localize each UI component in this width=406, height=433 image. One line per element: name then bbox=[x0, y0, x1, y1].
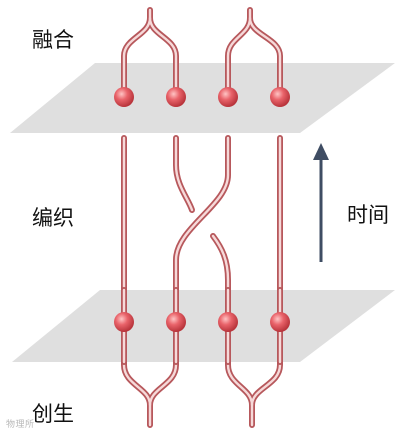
particle bbox=[218, 312, 238, 332]
particle bbox=[270, 87, 290, 107]
time-arrow bbox=[313, 143, 329, 262]
time-label: 时间 bbox=[347, 203, 389, 227]
braid-strand-under-top bbox=[173, 135, 195, 213]
worldlines bbox=[121, 7, 283, 428]
particle bbox=[114, 312, 134, 332]
particle bbox=[114, 87, 134, 107]
creation-label: 创生 bbox=[32, 402, 74, 426]
particle bbox=[270, 312, 290, 332]
fusion-label: 融合 bbox=[32, 28, 74, 52]
particle bbox=[166, 87, 186, 107]
top-particles bbox=[114, 87, 290, 107]
bottom-plane bbox=[12, 290, 395, 362]
particle bbox=[218, 87, 238, 107]
particle bbox=[166, 312, 186, 332]
bottom-particles bbox=[114, 312, 290, 332]
braiding-label: 编织 bbox=[32, 206, 74, 230]
top-plane bbox=[10, 63, 395, 133]
watermark: 物理所 bbox=[6, 420, 35, 430]
